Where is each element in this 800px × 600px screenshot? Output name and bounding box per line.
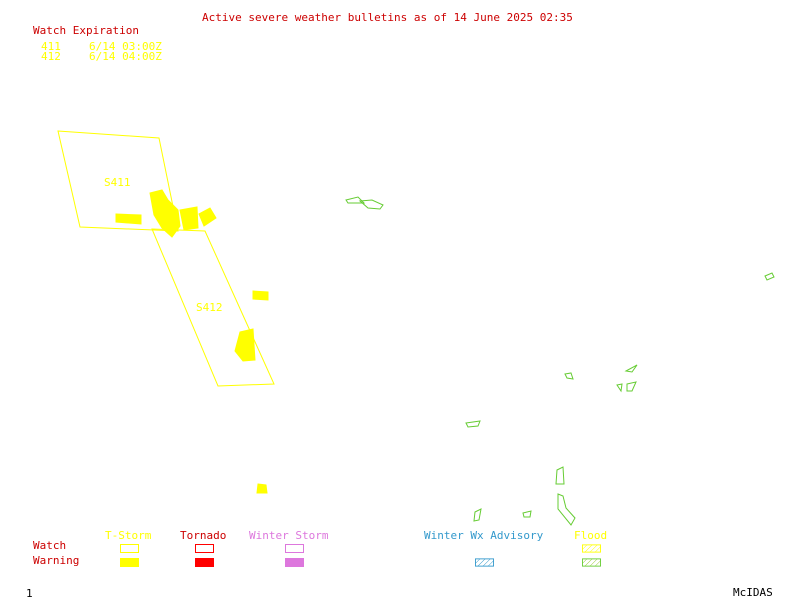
legend-category-tstorm: T-Storm [105, 529, 152, 542]
watch-label-s412: S412 [196, 301, 223, 314]
watch-expiration-heading: Watch Expiration [33, 24, 139, 37]
mcidas-brand: McIDAS [733, 586, 773, 599]
flood-polygon [624, 364, 638, 373]
legend-category-winter-storm: Winter Storm [249, 529, 329, 542]
flood-polygon [555, 466, 565, 485]
frame-number: 1 [26, 587, 33, 600]
legend-swatch-winter-wx-advisory [475, 558, 494, 567]
legend-category-flood: Flood [574, 529, 608, 542]
flood-polygon [764, 272, 775, 281]
legend-category-winter-wx-advisory: Winter Wx Advisory [424, 529, 544, 542]
watch-expiration-id: 412 [41, 50, 61, 63]
watch-expiration-time: 6/14 04:00Z [89, 50, 162, 63]
flood-polygon [616, 383, 623, 393]
flood-polygon [358, 199, 384, 210]
legend-row-label-watch: Watch [33, 539, 67, 552]
warning-polygon [149, 189, 181, 238]
legend-swatch-tornado-watch [195, 544, 214, 553]
legend-swatch-flood-warning [582, 558, 601, 567]
flood-polygon [522, 510, 532, 518]
flood-polygon [345, 196, 366, 204]
legend-row-label-warning: Warning [33, 554, 80, 567]
legend-swatch-tornado-warning [195, 558, 214, 567]
flood-polygon [626, 381, 637, 392]
flood-polygon [473, 508, 482, 522]
warning-polygon [115, 213, 142, 225]
legend-swatch-tstorm-watch [120, 544, 139, 553]
legend-swatch-tstorm-warning [120, 558, 139, 567]
watch-expiration-time: 6/14 03:00Z [89, 40, 162, 53]
warning-polygon [198, 207, 217, 227]
watch-box-411 [57, 130, 179, 232]
legend-swatch-winter-storm-warning [285, 558, 304, 567]
watch-box-412 [151, 228, 275, 387]
warning-polygon [252, 290, 269, 301]
legend-swatch-winter-storm-watch [285, 544, 304, 553]
legend-category-tornado: Tornado [180, 529, 227, 542]
warning-polygon [256, 483, 268, 494]
flood-polygon [465, 420, 481, 428]
legend-swatch-flood-watch [582, 544, 601, 553]
watch-expiration-id: 411 [41, 40, 61, 53]
watch-label-s411: S411 [104, 176, 131, 189]
flood-polygon [564, 372, 574, 380]
warning-polygon [234, 328, 256, 362]
page-title: Active severe weather bulletins as of 14… [202, 11, 573, 24]
flood-polygon [557, 493, 576, 526]
warning-polygon [179, 206, 199, 231]
